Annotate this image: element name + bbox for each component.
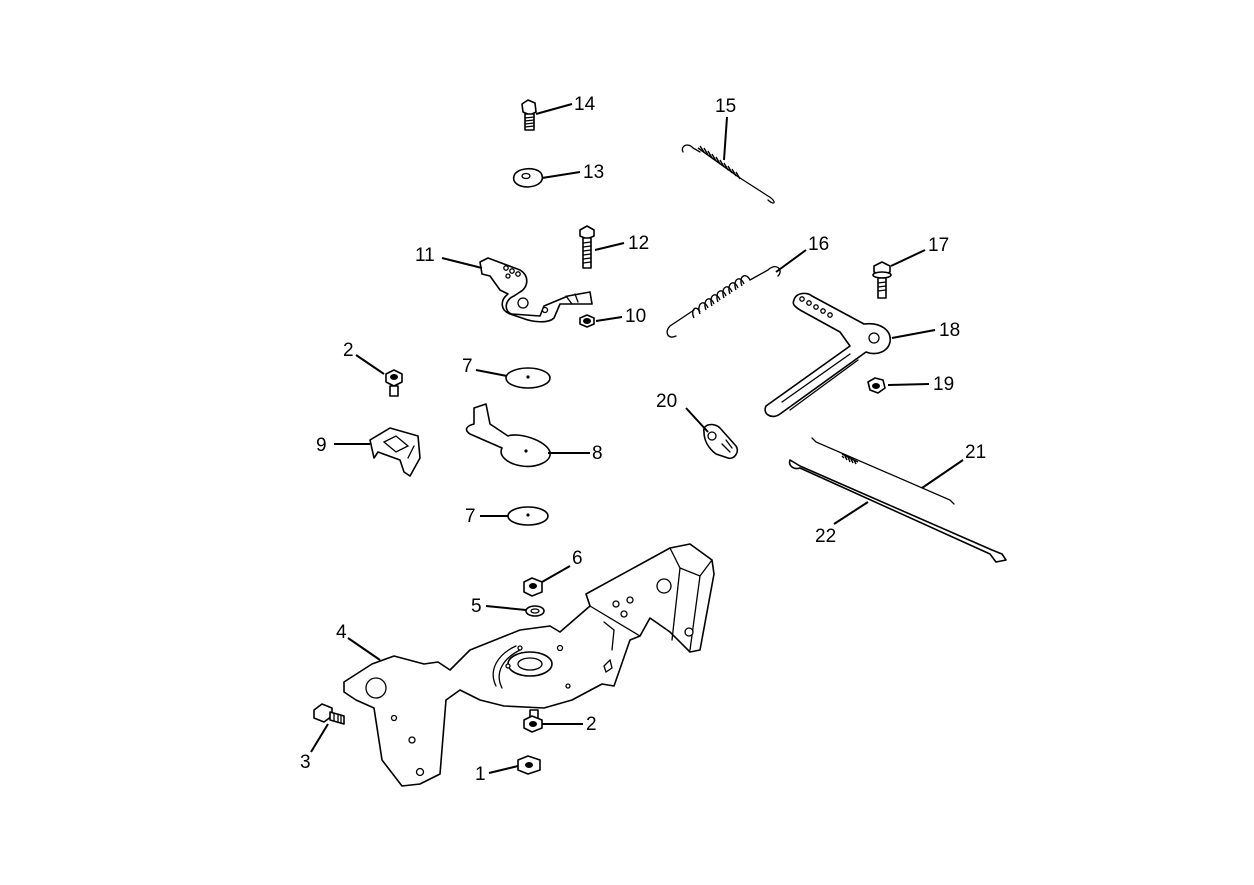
part-5-washer [525,605,545,617]
part-1-nut [517,755,541,775]
part-22-rod [788,459,1007,563]
callout-7-upper: 7 [462,356,473,377]
callout-21: 21 [965,442,986,463]
part-8-plate [465,403,551,468]
part-20-clip [703,423,739,460]
part-21-rod [811,437,955,505]
callout-3: 3 [300,752,311,773]
callout-18: 18 [939,320,960,341]
callout-4: 4 [336,622,347,643]
callout-9: 9 [316,435,327,456]
callout-19: 19 [933,374,954,395]
part-13-washer [512,167,544,188]
leader-lines [310,103,964,774]
callout-12: 12 [628,233,649,254]
callout-11: 11 [415,245,435,266]
callout-20: 20 [656,391,677,412]
callout-13: 13 [583,162,604,183]
part-7-washer-lower [507,506,549,526]
part-6-nut [523,577,543,597]
part-9-clip [369,427,421,477]
callout-1: 1 [475,764,486,785]
part-2-screw-lower [523,709,543,733]
callout-16: 16 [808,234,829,255]
part-3-screw [313,703,345,725]
part-2-screw-upper [385,369,403,397]
callout-10: 10 [625,306,646,327]
callout-6: 6 [572,548,583,569]
callout-14: 14 [574,94,596,115]
callout-17: 17 [928,235,949,256]
callout-2-lower: 2 [586,714,597,735]
part-19-nut [867,377,886,394]
part-16-spring [666,266,781,338]
callout-5: 5 [471,596,482,617]
part-7-washer-upper [505,367,551,389]
callout-15: 15 [715,96,736,117]
part-11-lever [479,257,593,323]
callout-labels: 14 15 13 12 11 16 17 10 18 2 7 19 20 9 8… [300,94,986,785]
part-12-bolt [579,225,595,269]
callout-2-upper: 2 [343,340,354,361]
part-18-lever [764,292,891,418]
part-4-bracket [343,543,715,787]
part-17-bolt [872,261,892,299]
callout-7-lower: 7 [465,506,476,527]
callout-8: 8 [592,443,603,464]
part-14-bolt [521,99,537,131]
part-15-spring [681,144,775,204]
part-10-nut [579,314,595,328]
callout-22: 22 [815,526,836,547]
